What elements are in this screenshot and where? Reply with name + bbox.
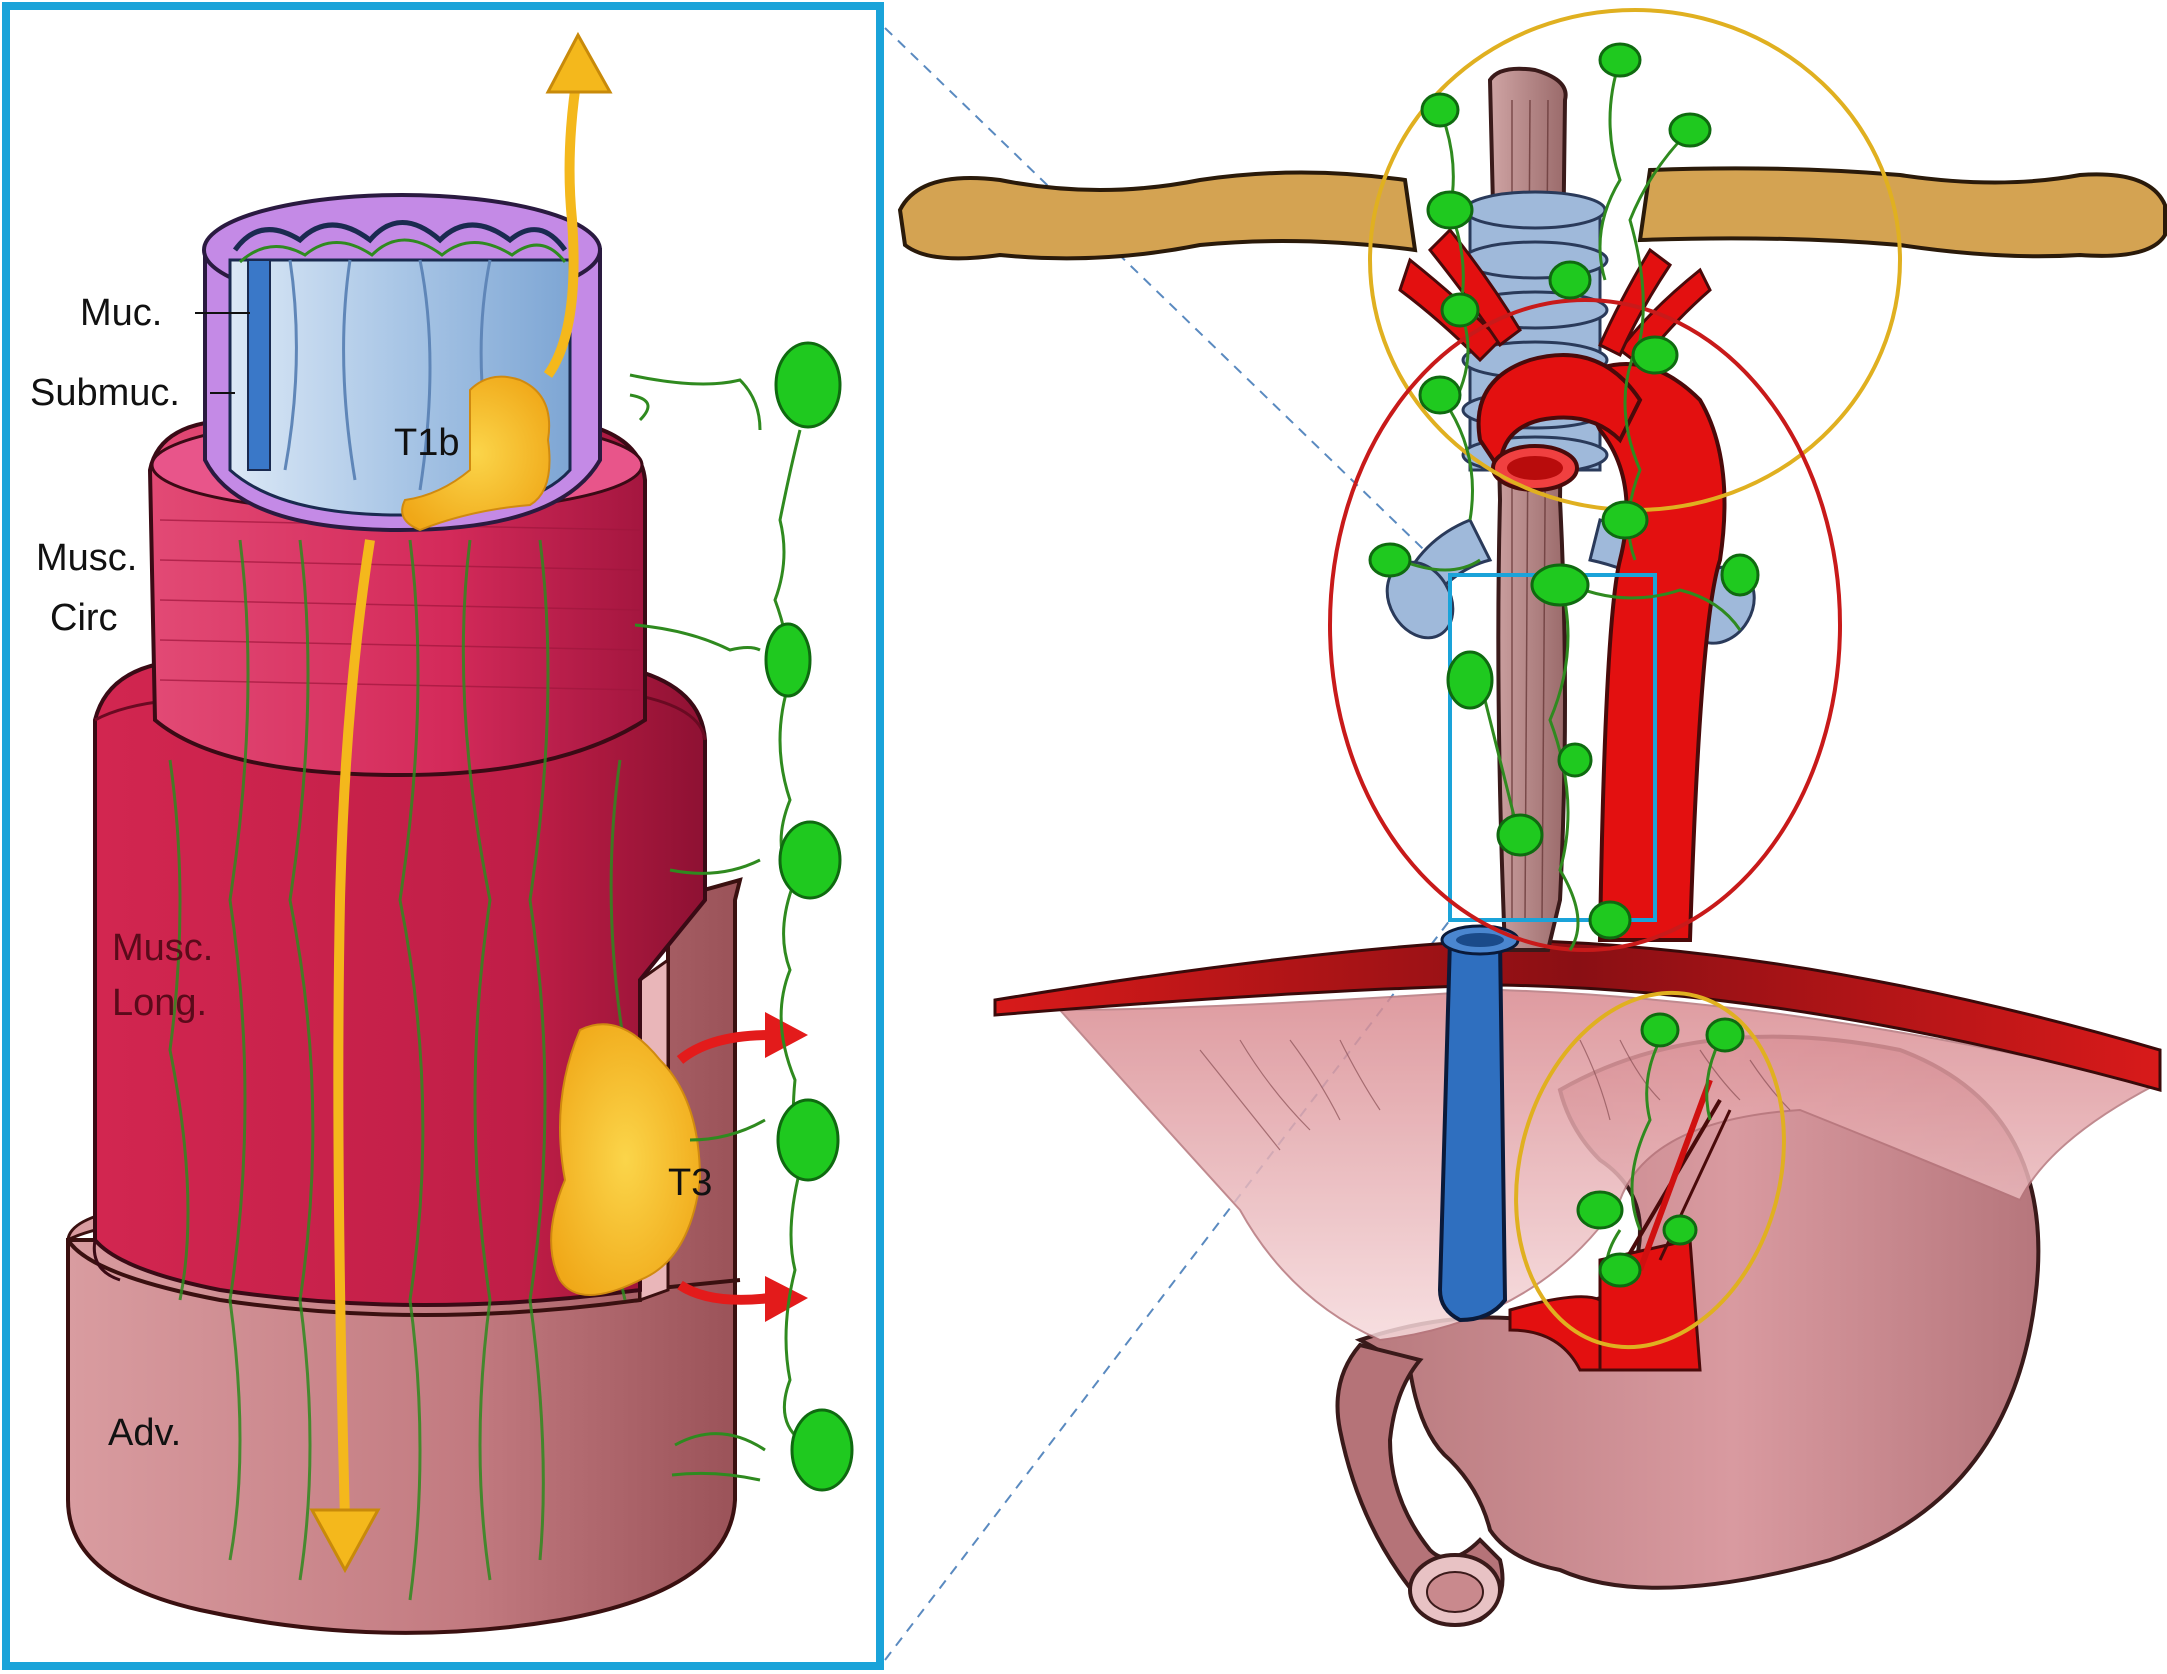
label-submucosa: Submuc. [30, 372, 180, 414]
diaphragm-attachment-fan [1057, 988, 2158, 1342]
fan-fibers [1199, 1039, 1791, 1151]
red-arrow-lower-icon [677, 1276, 808, 1322]
label-adventitia: Adv. [108, 1412, 181, 1454]
label-tumor-t3: T3 [668, 1162, 712, 1204]
abdominal-region-ellipse [1514, 990, 1786, 1350]
layer-detail-panel: Muc. Submuc. Musc. Circ Musc. Long. Adv.… [2, 2, 884, 1670]
thoracic-region-ellipse [1328, 298, 1842, 952]
label-mucosa: Muc. [80, 292, 162, 334]
yellow-arrow-up-icon [543, 31, 613, 378]
lymph-node-icon [1368, 42, 1760, 1288]
label-muscularis-longitudinal-1: Musc. [112, 927, 213, 969]
label-muscularis-longitudinal-2: Long. [112, 982, 207, 1024]
layer-labels: Muc. Submuc. Musc. Circ Musc. Long. Adv.… [30, 292, 712, 1454]
clavicle-left [897, 170, 1418, 261]
tumor-t1b [401, 375, 551, 532]
mucosa-submucosa-tube [202, 193, 602, 533]
label-tumor-t1b: T1b [394, 422, 459, 464]
red-arrow-upper-icon [676, 1012, 808, 1064]
yellow-arrow-down-icon [309, 539, 381, 1574]
tumor-t3 [550, 1023, 702, 1296]
anatomy-overview [897, 8, 2167, 1627]
clavicle-right [1637, 166, 2167, 259]
label-muscularis-circular-1: Musc. [36, 537, 137, 579]
diaphragm [993, 938, 2162, 1092]
lymph-node-icon [764, 341, 854, 1492]
label-muscularis-circular-2: Circ [50, 597, 118, 639]
paraesophageal-lymph-chain [629, 373, 802, 1482]
